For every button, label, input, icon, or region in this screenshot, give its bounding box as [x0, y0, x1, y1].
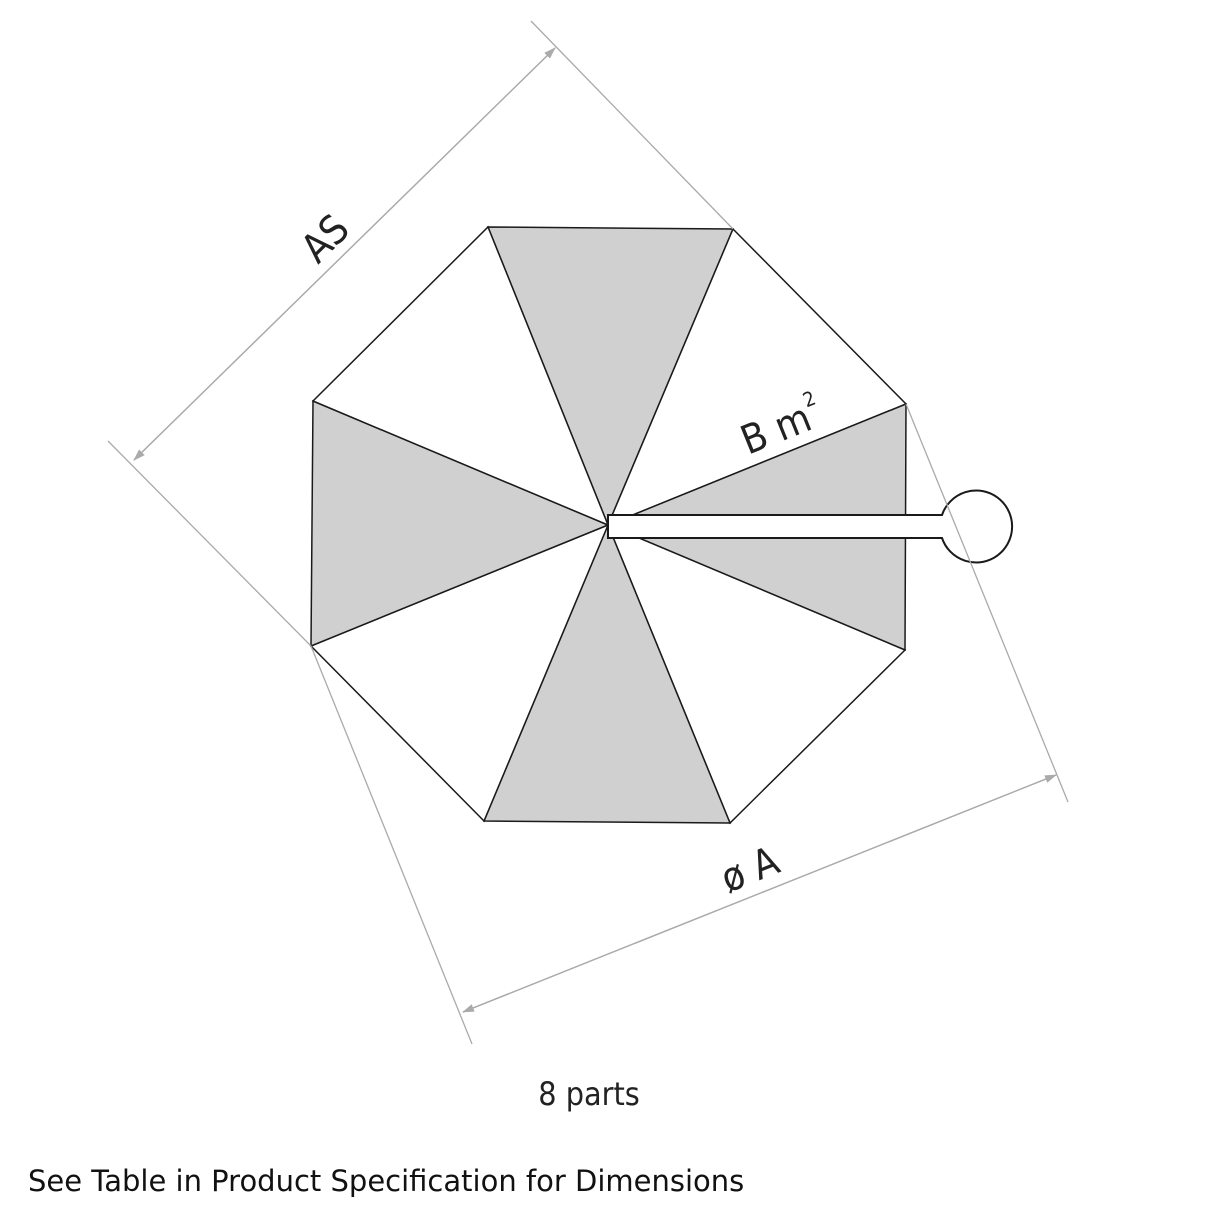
dimension-lines	[107, 20, 1069, 1045]
canopy	[309, 225, 908, 825]
diameter-dimension-label: ø A	[715, 838, 786, 903]
panel-top-left	[311, 225, 610, 527]
crank-handle	[607, 489, 1014, 564]
footer-note: See Table in Product Specification for D…	[28, 1164, 745, 1198]
as-dimension-label: AS	[293, 206, 359, 272]
parts-label: 8 parts	[538, 1075, 639, 1113]
